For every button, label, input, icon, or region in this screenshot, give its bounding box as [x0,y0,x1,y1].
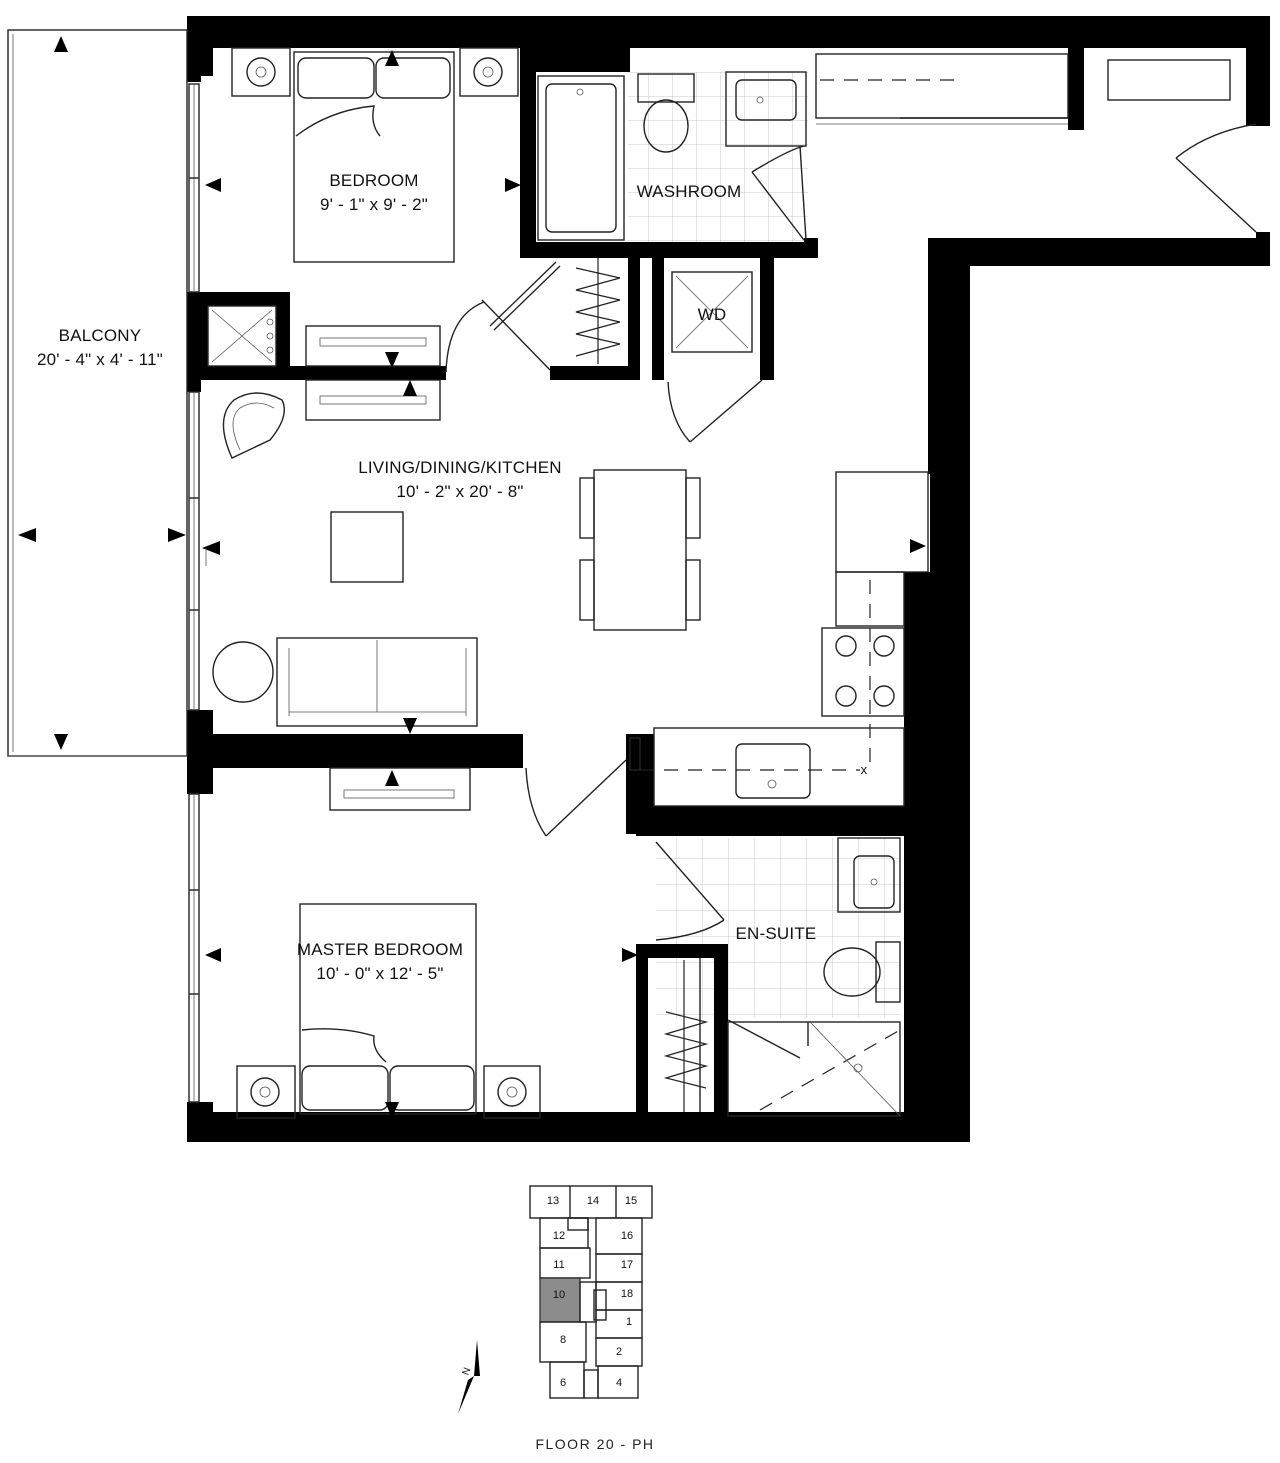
ensuite-tile-floor [656,838,900,1018]
room-label-laundry: WD [672,303,752,327]
key-unit: 14 [586,1195,600,1207]
key-unit: 17 [620,1259,634,1271]
bedroom-name: BEDROOM [329,171,419,190]
living-furniture [202,392,701,837]
laundry-fixtures [667,271,763,443]
laundry-name: WD [697,305,727,324]
bedroom-furniture [205,47,561,421]
windows [188,53,1069,1103]
master-name: MASTER BEDROOM [296,940,464,959]
highlighted-unit [539,1277,581,1323]
ensuite-fixtures [655,837,901,1117]
north-arrow-icon [458,1340,480,1414]
floor-label: FLOOR 20 - PH [535,1436,655,1452]
ensuite-name: EN-SUITE [735,924,817,943]
room-label-bedroom: BEDROOM 9' - 1" x 9' - 2" [294,169,454,217]
key-unit: 4 [615,1377,623,1389]
room-label-washroom: WASHROOM [624,180,754,204]
living-name: LIVING/DINING/KITCHEN [358,458,562,477]
key-unit-highlighted: 10 [552,1289,566,1301]
entry-door [1107,59,1257,233]
washroom-tile-floor [628,72,808,244]
washroom-fixtures [537,71,807,241]
key-plan [529,1185,653,1399]
room-label-living: LIVING/DINING/KITCHEN 10' - 2" x 20' - 8… [330,456,590,504]
key-unit: 6 [559,1377,567,1389]
key-unit: 13 [546,1195,560,1207]
balcony-size: 20' - 4" x 4' - 11" [37,350,163,369]
interior-walls [187,48,904,1120]
walls [187,16,1270,1142]
master-furniture [205,767,709,1119]
balcony-name: BALCONY [58,326,142,345]
key-unit: 16 [620,1230,634,1242]
washroom-name: WASHROOM [636,182,742,201]
living-size: 10' - 2" x 20' - 8" [396,482,524,501]
kitchen-fixtures [629,471,929,807]
sink-mark: x [860,762,868,777]
key-unit: 11 [553,1259,565,1271]
room-label-ensuite: EN-SUITE [724,922,828,946]
closet-hangers [575,258,621,364]
balcony-outline [7,29,188,757]
room-label-master: MASTER BEDROOM 10' - 0" x 12' - 5" [280,938,480,986]
key-unit: 12 [552,1230,566,1242]
key-unit: 1 [625,1316,633,1328]
key-unit: 15 [624,1195,638,1207]
master-size: 10' - 0" x 12' - 5" [316,964,444,983]
key-unit: 2 [615,1346,623,1358]
key-unit: 8 [559,1334,567,1346]
key-unit: 18 [620,1288,634,1300]
room-label-balcony: BALCONY 20' - 4" x 4' - 11" [20,324,180,372]
bedroom-size: 9' - 1" x 9' - 2" [320,195,428,214]
